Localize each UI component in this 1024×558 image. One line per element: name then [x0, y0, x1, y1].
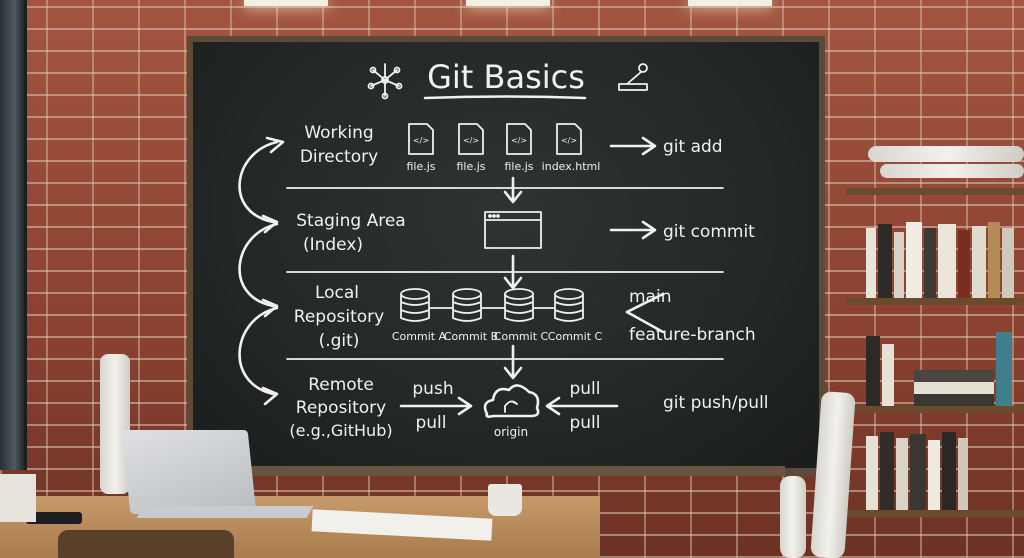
shelf	[846, 188, 1024, 195]
paper-roll	[868, 146, 1024, 162]
stage-label: Repository	[294, 307, 384, 327]
commit-node	[400, 288, 430, 322]
push-label: push	[412, 379, 453, 399]
file-name: file.js	[504, 160, 533, 173]
chalk-tray	[245, 466, 785, 476]
commit-node	[504, 288, 534, 322]
git-command: git push/pull	[663, 393, 769, 413]
window	[0, 0, 27, 470]
pull-label: pull	[569, 379, 600, 399]
pull-label: pull	[569, 413, 600, 433]
stage-label: Directory	[300, 147, 378, 167]
coffee-mug	[488, 484, 522, 516]
paper-roll	[880, 164, 1024, 178]
file-name: index.html	[542, 160, 601, 173]
window-icon	[484, 211, 542, 249]
svg-text:</>: </>	[413, 136, 429, 145]
commit-label: Commit A	[392, 330, 447, 343]
git-command: git commit	[663, 222, 755, 242]
commit-label: Commit C	[548, 330, 603, 343]
stage-label: (.git)	[319, 331, 360, 351]
book-row	[866, 220, 1016, 298]
down-arrow	[503, 176, 523, 204]
branch-icon	[618, 63, 648, 91]
chalkboard	[193, 42, 819, 468]
pull-label: pull	[415, 413, 446, 433]
phone	[26, 512, 82, 524]
stage-remote-repository: Remote Repository (e.g.,GitHub) push pul…	[289, 375, 768, 440]
file-icon: </>	[506, 123, 532, 155]
left-arrow	[545, 396, 619, 416]
file-name: file.js	[456, 160, 485, 173]
stage-working-directory: Working Directory </> </> </> </> file.j…	[300, 123, 723, 173]
commit-node	[452, 288, 482, 322]
origin-label: origin	[494, 425, 528, 439]
branch-fork	[625, 292, 665, 334]
stage-staging-area: Staging Area (Index) git commit	[296, 211, 755, 255]
bookshelf	[846, 180, 1024, 558]
cycle-arrows	[238, 136, 285, 406]
shelf	[846, 298, 1024, 305]
laptop	[121, 430, 257, 514]
stage-label: (e.g.,GitHub)	[289, 421, 392, 440]
cloud-icon	[483, 384, 540, 418]
laptop-keyboard	[136, 506, 314, 518]
commit-node	[554, 288, 584, 322]
title-group: Git Basics	[367, 58, 648, 100]
commit-label: Commit B	[444, 330, 498, 343]
book-row	[866, 330, 1016, 406]
right-arrow	[609, 136, 657, 156]
file-name: file.js	[406, 160, 435, 173]
stage-label: Repository	[296, 398, 386, 418]
chair	[58, 530, 234, 558]
commit-label: Commit C	[494, 330, 549, 343]
paper-roll	[780, 476, 806, 558]
branch-name: feature-branch	[629, 325, 756, 345]
svg-text:</>: </>	[511, 136, 527, 145]
chalkboard-drawing: Git Basics Working Directory	[238, 58, 769, 440]
svg-text:</>: </>	[561, 136, 577, 145]
shelf	[846, 406, 1024, 413]
git-command: git add	[663, 137, 723, 157]
file-icon: </>	[408, 123, 434, 155]
stage-label: Remote	[308, 375, 374, 395]
down-arrow	[503, 344, 523, 380]
network-icon	[367, 63, 403, 100]
svg-text:</>: </>	[463, 136, 479, 145]
file-icon: </>	[556, 123, 582, 155]
board-title: Git Basics	[427, 58, 585, 96]
ceiling-light	[466, 0, 550, 6]
shelf	[846, 510, 1024, 517]
ceiling-light	[244, 0, 328, 6]
right-arrow	[399, 396, 473, 416]
desk-box	[0, 474, 36, 522]
stage-label: (Index)	[303, 235, 363, 255]
stage-local-repository: Local Repository (.git) Commit A Commit	[294, 283, 756, 351]
stage-label: Staging Area	[296, 211, 405, 231]
right-arrow	[609, 220, 657, 240]
stage-label: Local	[315, 283, 359, 303]
stage-label: Working	[304, 123, 373, 143]
book-row	[866, 430, 1016, 510]
branch-name: main	[629, 287, 671, 307]
file-icon: </>	[458, 123, 484, 155]
ceiling-light	[688, 0, 772, 6]
down-arrow	[503, 254, 523, 290]
